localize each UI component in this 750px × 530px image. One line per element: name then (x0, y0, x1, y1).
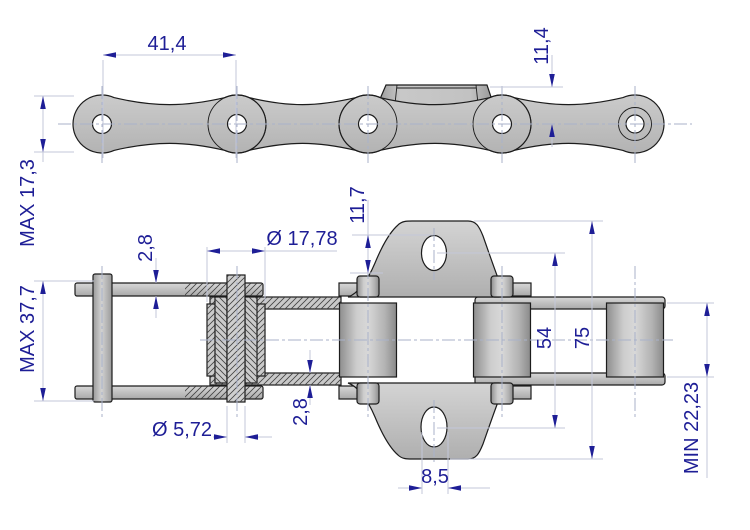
dim-attachment-height: 11,4 (490, 27, 563, 147)
dim-attachment-hole-width-label: 8,5 (421, 466, 449, 488)
dim-inner-width: MIN 22,23 (667, 302, 714, 478)
dim-roller-diameter: Ø 17,78 (206, 228, 338, 302)
dim-plate-height-label: MAX 17,3 (17, 159, 39, 247)
dim-attachment-hole-width: 8,5 (398, 432, 490, 494)
dim-inner-width-label: MIN 22,23 (681, 382, 703, 474)
side-view (58, 84, 692, 163)
dim-inner-plate-thickness-label: 2,8 (290, 398, 312, 426)
centerlines-side-view (58, 86, 692, 163)
dimensions: 41,4 11,4 MAX 17,3 MAX 37,7 (17, 27, 714, 494)
dim-attachment-hole-spacing: 54 (437, 252, 565, 429)
dim-pitch-label: 41,4 (148, 33, 187, 55)
dim-pin-length: MAX 37,7 (17, 280, 94, 402)
sectioned-pin (226, 274, 246, 403)
dim-pin-length-label: MAX 37,7 (17, 285, 39, 373)
dim-outer-plate-thickness-label: 2,8 (135, 234, 157, 262)
dim-pitch: 41,4 (102, 33, 237, 158)
dim-pin-diameter-label: Ø 5,72 (152, 419, 212, 441)
outer-plates-left (74, 282, 264, 400)
dim-attachment-overall-height-label: 75 (572, 327, 594, 349)
dim-pin-diameter: Ø 5,72 (152, 406, 272, 443)
front-view (74, 220, 673, 462)
dim-roller-diameter-label: Ø 17,78 (266, 228, 337, 250)
dim-attachment-height-label: 11,4 (531, 27, 553, 64)
dim-attachment-hole-spacing-label: 54 (534, 327, 556, 349)
dim-inner-plate-thickness: 2,8 (290, 350, 313, 426)
centerlines-front-view (101, 228, 673, 462)
dim-attachment-hole-offset-label: 11,7 (347, 186, 369, 223)
dim-plate-height: MAX 17,3 (17, 95, 74, 247)
dim-attachment-overall-height: 75 (450, 220, 603, 460)
dim-outer-plate-thickness: 2,8 (135, 234, 159, 318)
dim-attachment-hole-offset: 11,7 (347, 186, 433, 274)
